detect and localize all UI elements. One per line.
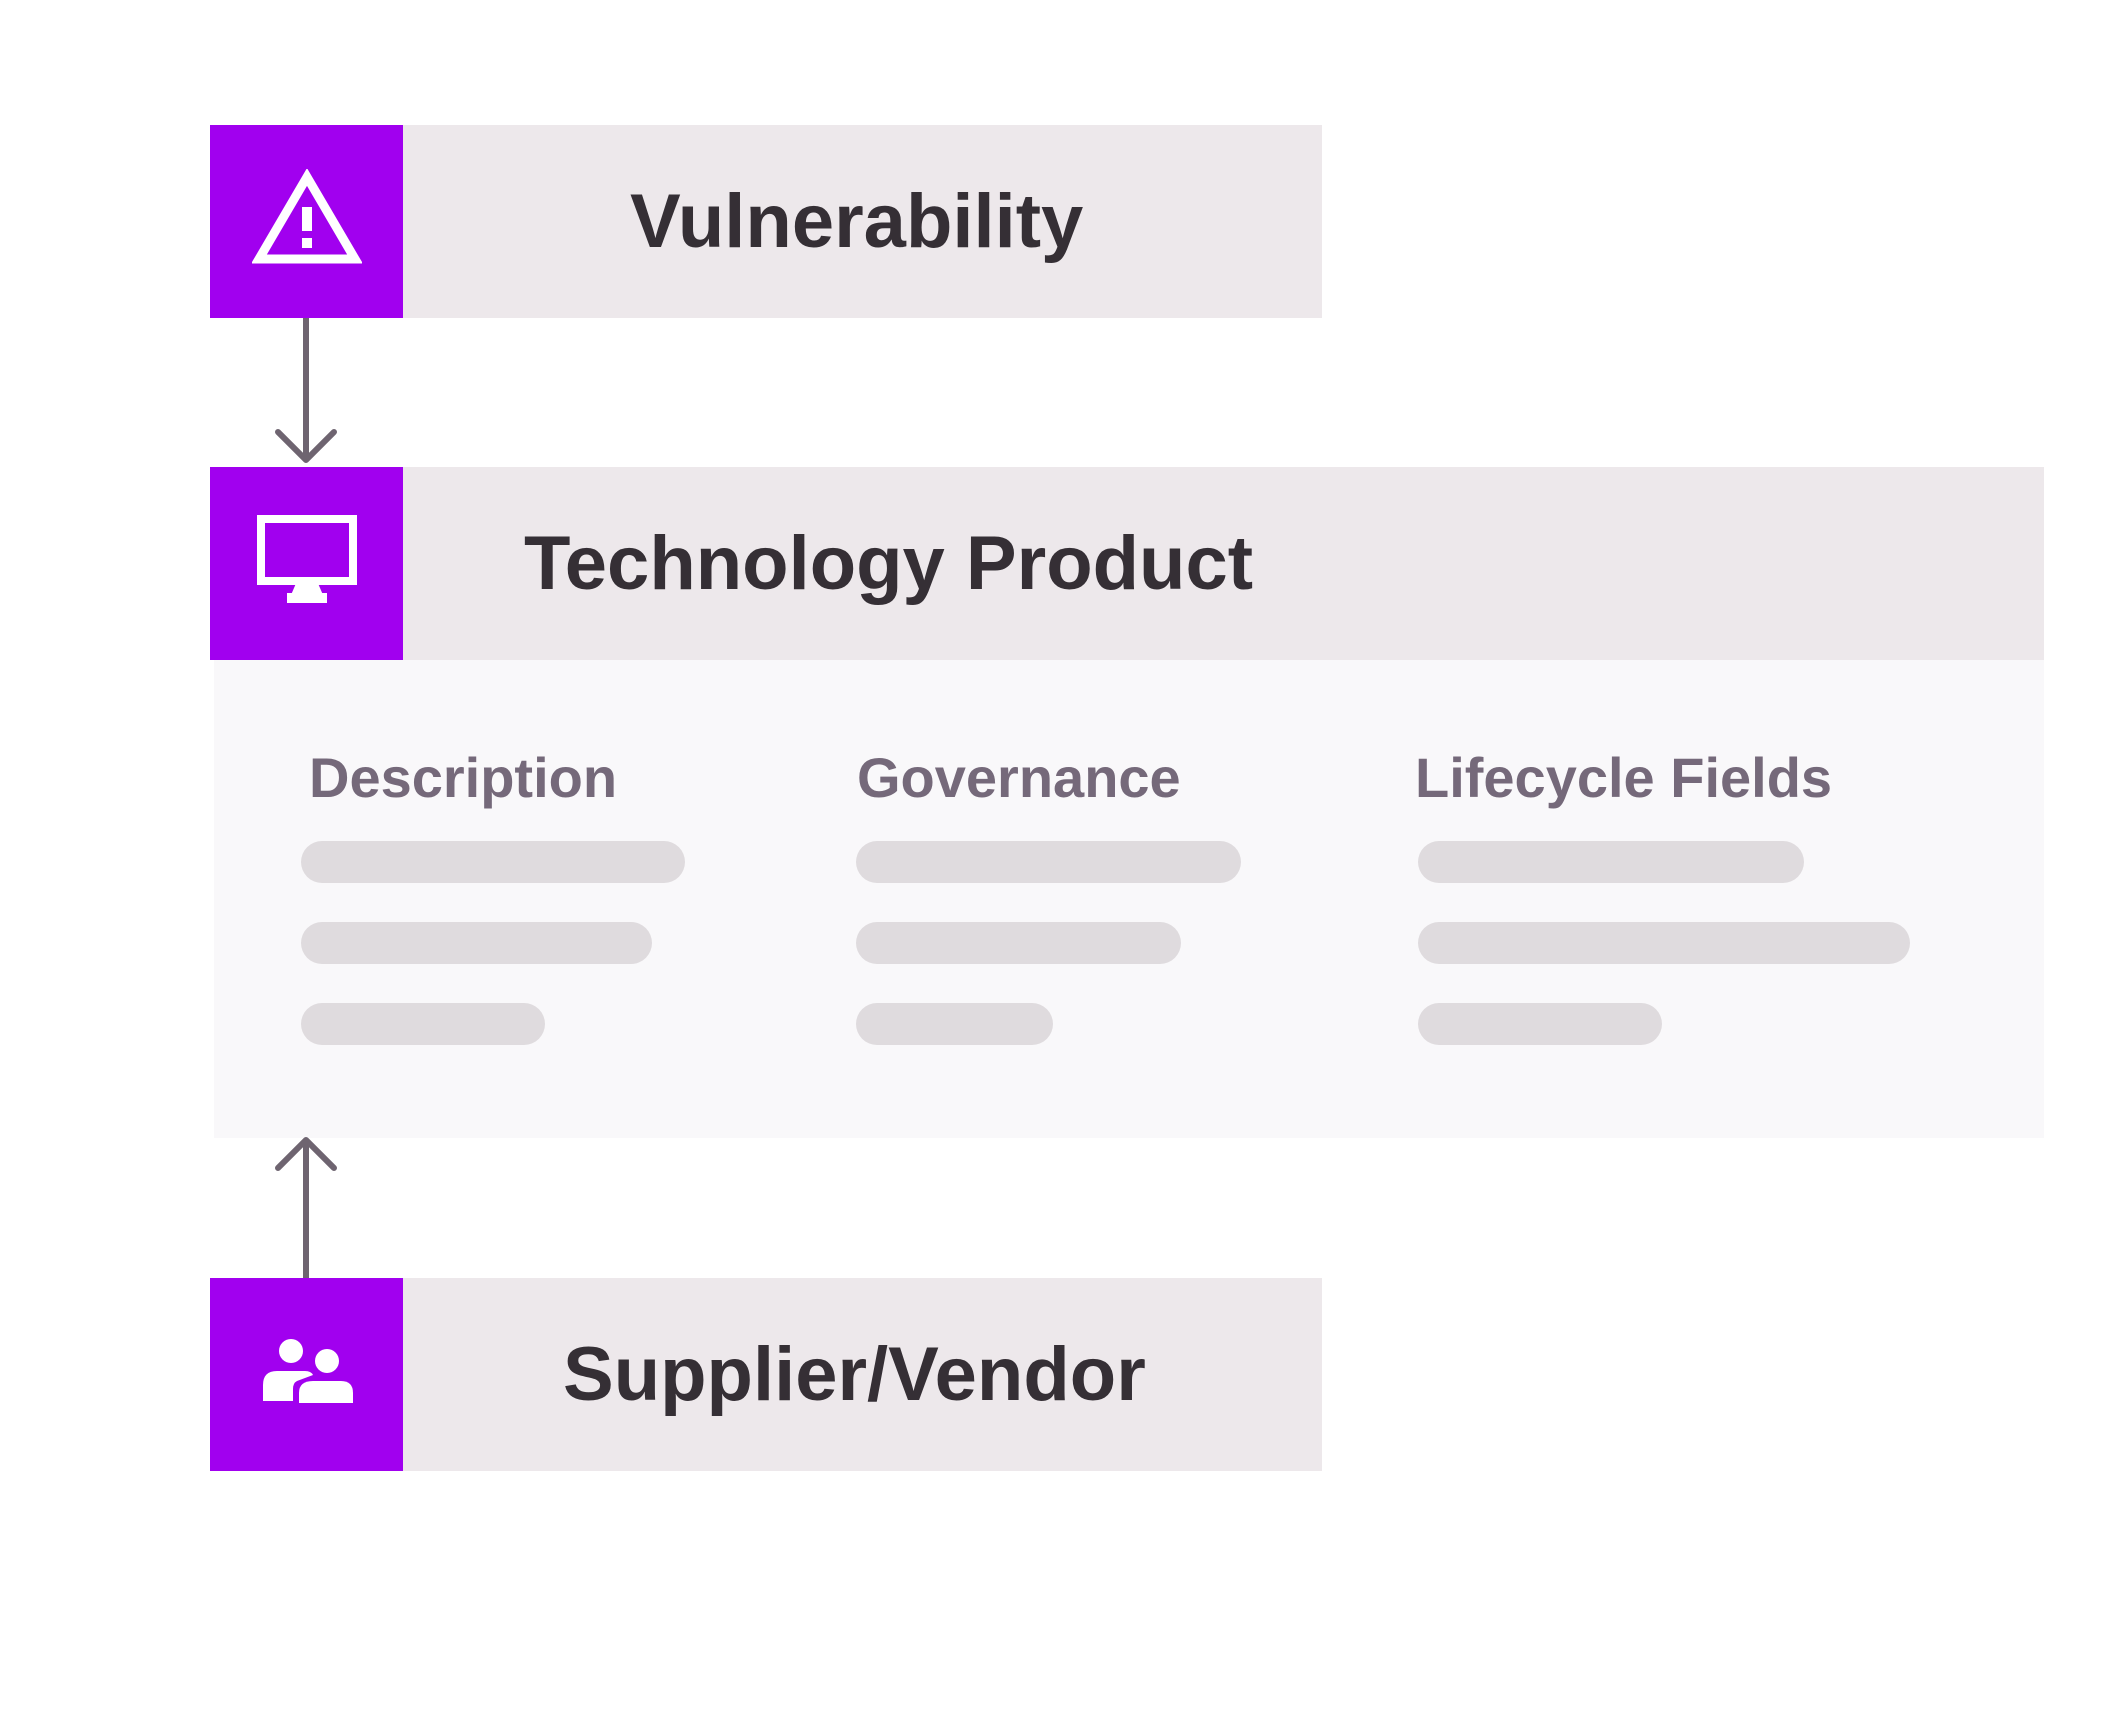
placeholder-line — [301, 922, 652, 964]
connector-arrow-down — [275, 318, 337, 463]
placeholder-line — [856, 922, 1181, 964]
connector-arrow-up — [275, 1137, 337, 1278]
column-heading-description: Description — [309, 746, 618, 809]
supplier-vendor-icon-box — [210, 1278, 403, 1471]
column-heading-governance: Governance — [857, 746, 1181, 809]
people-group-icon — [257, 1337, 357, 1412]
placeholder-line — [1418, 1003, 1662, 1045]
monitor-icon — [256, 515, 357, 612]
placeholder-line — [301, 1003, 545, 1045]
placeholder-line — [301, 841, 685, 883]
warning-triangle-icon — [250, 168, 363, 274]
placeholder-line — [1418, 922, 1910, 964]
technology-product-title: Technology Product — [524, 520, 1254, 606]
technology-product-card — [210, 467, 2044, 660]
supplier-vendor-title: Supplier/Vendor — [563, 1331, 1146, 1417]
technology-product-detail-panel — [214, 660, 2044, 1138]
vulnerability-icon-box — [210, 125, 403, 318]
vulnerability-title: Vulnerability — [630, 178, 1084, 264]
technology-product-icon-box — [210, 467, 403, 660]
column-heading-lifecycle-fields: Lifecycle Fields — [1415, 746, 1833, 809]
placeholder-line — [856, 841, 1241, 883]
placeholder-line — [1418, 841, 1804, 883]
placeholder-line — [856, 1003, 1053, 1045]
